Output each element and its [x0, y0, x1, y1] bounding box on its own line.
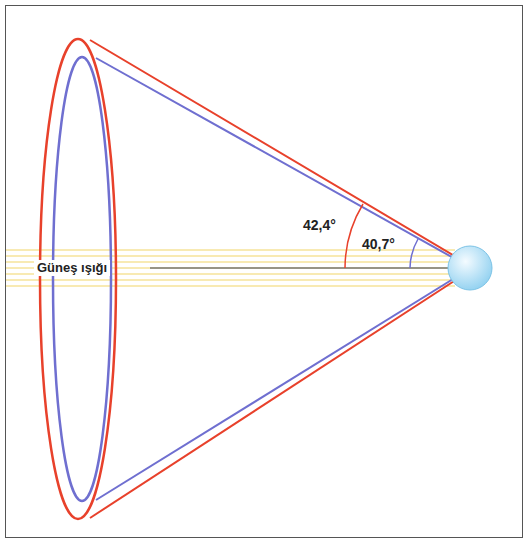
violet-cone-edge — [96, 58, 466, 265]
sunlight-rays — [6, 250, 455, 286]
sunlight-ray — [6, 285, 455, 287]
red-angle-arc — [345, 204, 363, 268]
red-cone-edge — [90, 272, 468, 518]
red-ring — [40, 39, 116, 519]
violet-cone-edge — [96, 271, 466, 500]
angle-label: 40,7° — [362, 237, 395, 252]
axis-line — [150, 267, 450, 269]
violet-angle-arc — [410, 239, 418, 268]
sunlight-ray — [6, 279, 455, 281]
sunlight-label: Güneş ışığı — [34, 260, 110, 276]
water-drop — [448, 246, 492, 290]
violet-ring — [53, 57, 111, 501]
sunlight-ray — [6, 255, 455, 257]
red-cone-edge — [90, 40, 468, 264]
angle-label: 42,4° — [303, 218, 336, 233]
frame — [6, 6, 523, 538]
